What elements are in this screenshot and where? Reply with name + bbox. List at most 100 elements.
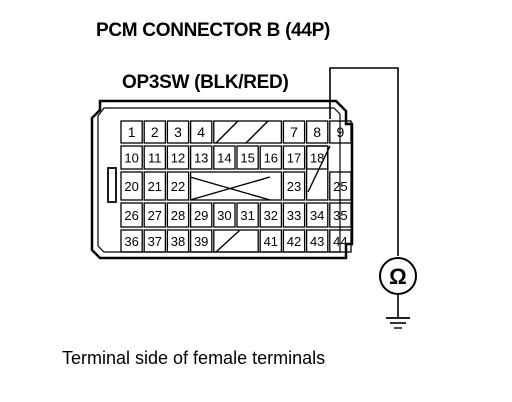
terminal-label: 21 (148, 179, 162, 194)
blank-region-row3 (189, 171, 283, 201)
terminal-label: 36 (124, 234, 138, 249)
terminal-label: 42 (287, 234, 301, 249)
terminal-10 (120, 145, 143, 170)
terminal-39 (189, 229, 213, 253)
terminal-label: 18 (310, 151, 324, 166)
terminal-label: 12 (171, 151, 185, 166)
terminal-label: 28 (171, 208, 185, 223)
terminal-blank (260, 172, 281, 200)
terminal-label: 33 (287, 208, 301, 223)
blank-region-right (305, 145, 329, 201)
terminal-label: 38 (171, 234, 185, 249)
terminal-blank (191, 172, 212, 200)
terminal-32 (259, 202, 283, 228)
terminal-blank (237, 230, 258, 252)
terminal-label: 35 (333, 208, 347, 223)
diagram-caption: Terminal side of female terminals (62, 348, 326, 368)
terminal-blank (307, 172, 328, 200)
terminal-label: 39 (194, 234, 208, 249)
terminal-26 (120, 202, 143, 228)
terminal-label: 25 (333, 179, 347, 194)
blank-slash (215, 229, 241, 253)
terminal-44 (329, 229, 352, 253)
terminal-8 (305, 120, 329, 144)
blank-region-row5 (213, 229, 259, 253)
terminal-25 (329, 171, 352, 201)
connector-housing (90, 99, 354, 260)
terminal-14 (213, 145, 236, 170)
terminal-label: 30 (217, 208, 231, 223)
terminal-34 (305, 202, 329, 228)
test-lead (329, 67, 399, 256)
terminal-label: 44 (333, 234, 347, 249)
terminal-label: 23 (287, 179, 301, 194)
blank-cross (189, 176, 271, 201)
terminal-20 (120, 171, 143, 201)
ohm-symbol: Ω (389, 264, 407, 289)
terminal-43 (305, 229, 329, 253)
terminal-label: 3 (174, 124, 182, 140)
terminal-33 (282, 202, 306, 228)
terminal-2 (143, 120, 167, 144)
terminal-label: 43 (310, 234, 324, 249)
terminal-label: 27 (148, 208, 162, 223)
terminal-13 (189, 145, 213, 170)
terminal-23 (282, 171, 306, 201)
diagram-title: PCM CONNECTOR B (44P) (96, 20, 331, 41)
terminal-blank (214, 172, 235, 200)
terminal-15 (236, 145, 259, 170)
terminal-38 (166, 229, 190, 253)
terminal-4 (189, 120, 213, 144)
terminal-label: 1 (128, 124, 136, 140)
terminal-label: 26 (124, 208, 138, 223)
terminal-41 (259, 229, 283, 253)
terminal-label: 37 (148, 234, 162, 249)
wire-label: OP3SW (BLK/RED) (122, 72, 289, 93)
terminal-label: 4 (197, 124, 205, 140)
terminal-label: 11 (148, 151, 162, 166)
terminal-35 (329, 202, 352, 228)
terminal-29 (189, 202, 213, 228)
terminal-label: 16 (264, 151, 278, 166)
terminal-label: 17 (287, 151, 301, 166)
terminal-label: 29 (194, 208, 208, 223)
terminal-30 (213, 202, 236, 228)
terminal-label: 22 (171, 179, 185, 194)
blank-slash (307, 145, 331, 193)
terminal-blank (237, 121, 258, 143)
terminal-22 (166, 171, 190, 201)
terminal-label: 2 (151, 124, 159, 140)
terminal-16 (259, 145, 283, 170)
terminal-label: 34 (310, 208, 324, 223)
blank-slash (215, 120, 239, 144)
terminal-label: 13 (194, 151, 208, 166)
terminal-label: 14 (217, 151, 231, 166)
terminal-1 (120, 120, 143, 144)
terminal-27 (143, 202, 167, 228)
terminal-31 (236, 202, 259, 228)
terminal-label: 31 (240, 208, 254, 223)
terminal-21 (143, 171, 167, 201)
terminal-17 (282, 145, 306, 170)
terminal-label: 10 (124, 151, 138, 166)
terminal-28 (166, 202, 190, 228)
terminal-label: 41 (264, 234, 278, 249)
terminal-label: 20 (124, 179, 138, 194)
terminal-42 (282, 229, 306, 253)
terminal-blank (214, 230, 235, 252)
blank-slash (245, 120, 269, 144)
terminal-blank (214, 121, 235, 143)
terminal-7 (282, 120, 306, 144)
terminal-label: 32 (264, 208, 278, 223)
terminal-label: 7 (290, 124, 298, 140)
terminal-12 (166, 145, 190, 170)
terminal-11 (143, 145, 167, 170)
terminal-label: 9 (337, 124, 345, 140)
terminal-37 (143, 229, 167, 253)
blank-region-row1 (213, 120, 283, 144)
terminal-label: 8 (313, 124, 321, 140)
terminal-3 (166, 120, 190, 144)
